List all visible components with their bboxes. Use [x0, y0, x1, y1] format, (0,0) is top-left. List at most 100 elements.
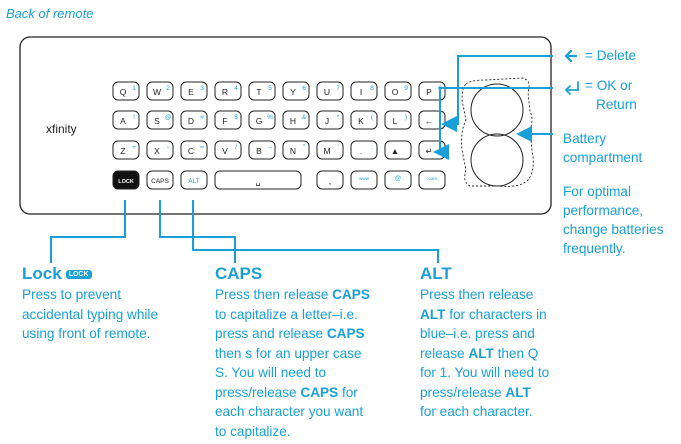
- key-label: 3: [200, 85, 204, 92]
- lock-key[interactable]: LOCK: [112, 170, 140, 190]
- key-label: #: [200, 114, 204, 121]
- key-label: 6: [302, 85, 306, 92]
- description-line: then s for an upper case: [215, 345, 362, 361]
- key-label: E: [188, 87, 194, 97]
- key-label: !: [133, 114, 135, 121]
- xfinity-logo: xfinity: [46, 122, 77, 136]
- key-1-9[interactable]: ←: [418, 110, 446, 130]
- comma-key[interactable]: ,: [316, 170, 344, 190]
- key-1-0[interactable]: A!: [112, 110, 140, 130]
- callout-lines: [50, 55, 553, 263]
- key-label: .com: [427, 176, 437, 181]
- key-2-4[interactable]: B–: [248, 140, 276, 160]
- key-label: ␣: [255, 177, 260, 186]
- key-1-2[interactable]: D#: [180, 110, 208, 130]
- performance-line: performance,: [563, 203, 644, 218]
- performance-line: frequently.: [563, 241, 626, 256]
- battery-callout-line2: compartment: [563, 150, 643, 165]
- lock-description: Press to prevent accidental typing while…: [22, 285, 158, 344]
- key-label: S: [154, 116, 160, 126]
- key-label: 7: [336, 85, 340, 92]
- alt-key[interactable]: ALT: [180, 170, 208, 190]
- key-label: P: [426, 87, 432, 97]
- key-label: @: [395, 176, 401, 182]
- ok-callout-line2: Return: [596, 97, 637, 112]
- key-1-8[interactable]: L): [384, 110, 412, 130]
- key-label: CAPS: [151, 178, 169, 185]
- key-label: G: [256, 116, 263, 126]
- key-2-5[interactable]: N": [282, 140, 310, 160]
- key-label: Z: [120, 146, 125, 156]
- lock-line: accidental typing while: [22, 306, 159, 322]
- com-key[interactable]: .com: [418, 170, 446, 190]
- key-1-1[interactable]: S@: [146, 110, 174, 130]
- description-line: release ALT then Q: [420, 345, 539, 361]
- key-label: J: [325, 116, 329, 126]
- left-arrow-icon: [564, 49, 578, 63]
- description-line: press/release ALT: [420, 384, 531, 400]
- key-label: 9: [404, 85, 408, 92]
- description-line: ALT for characters in: [420, 306, 547, 322]
- key-2-0[interactable]: Z+: [112, 140, 140, 160]
- key-label: @: [165, 114, 172, 121]
- key-label: ▲: [391, 146, 399, 156]
- key-1-7[interactable]: K(: [350, 110, 378, 130]
- key-label: F: [222, 116, 227, 126]
- key-2-2[interactable]: C=: [180, 140, 208, 160]
- key-label: N: [290, 146, 296, 156]
- key-1-5[interactable]: H&: [282, 110, 310, 130]
- key-label: -: [167, 144, 169, 151]
- performance-line: For optimal: [563, 184, 631, 199]
- key-label: X: [154, 146, 160, 156]
- key-2-9[interactable]: ↵: [418, 140, 446, 160]
- lock-badge: LOCK: [65, 270, 92, 279]
- space-key[interactable]: ␣: [214, 170, 302, 190]
- key-2-7[interactable]: .:: [350, 140, 378, 160]
- key-1-4[interactable]: G%: [248, 110, 276, 130]
- key-1-3[interactable]: F$: [214, 110, 242, 130]
- www-key[interactable]: www: [350, 170, 378, 190]
- key-label: 4: [234, 85, 238, 92]
- key-1-6[interactable]: J*: [316, 110, 344, 130]
- description-line: Press then release: [420, 287, 534, 302]
- description-line: each character you want: [215, 404, 364, 419]
- key-2-3[interactable]: V/: [214, 140, 242, 160]
- key-label: I: [360, 87, 362, 97]
- key-label: T: [256, 87, 261, 97]
- performance-line: change batteries: [563, 222, 664, 237]
- key-label: *: [337, 114, 340, 121]
- key-label: ': [337, 144, 338, 151]
- key-2-8[interactable]: ▲: [384, 140, 412, 160]
- key-label: A: [120, 116, 126, 126]
- key-label: $: [234, 114, 238, 121]
- key-label: LOCK: [118, 179, 134, 185]
- at-key[interactable]: @: [384, 170, 412, 190]
- key-2-6[interactable]: M': [316, 140, 344, 160]
- key-label: H: [290, 116, 296, 126]
- lock-line: using front of remote.: [22, 326, 151, 341]
- description-line: blue–i.e. press and: [420, 326, 535, 341]
- key-label: %: [267, 114, 273, 121]
- key-label: K: [358, 116, 364, 126]
- key-label: ←: [425, 116, 434, 126]
- key-label: O: [392, 87, 399, 97]
- key-label: 8: [370, 85, 374, 92]
- key-label: www: [359, 176, 369, 181]
- key-label: .: [360, 146, 362, 156]
- caps-key[interactable]: CAPS: [146, 170, 174, 190]
- key-2-1[interactable]: X-: [146, 140, 174, 160]
- key-label: 2: [166, 85, 170, 92]
